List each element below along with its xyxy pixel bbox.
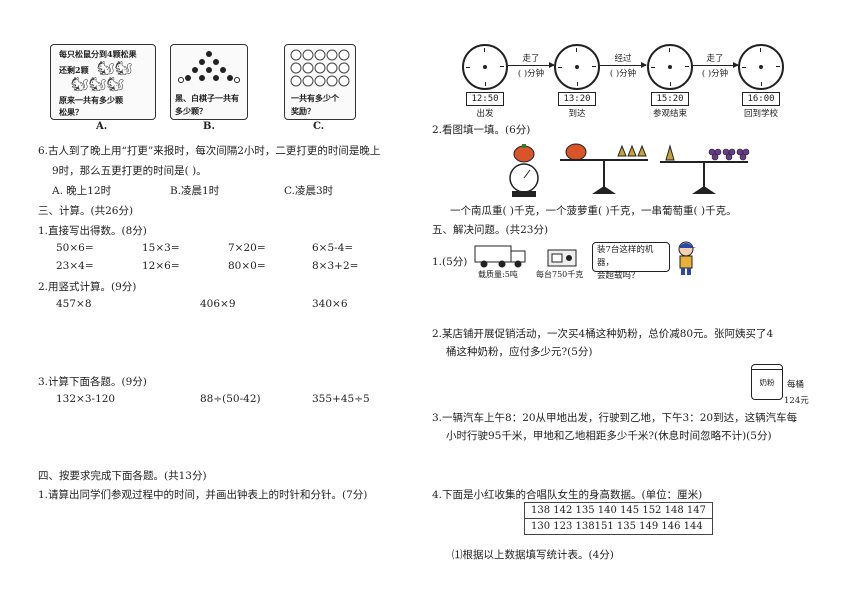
clock-face-icon: [554, 44, 600, 90]
height-data-row: 130 123 138151 135 149 146 144: [524, 518, 713, 535]
can-price-line1: 每桶: [787, 380, 805, 390]
truck-icon: [474, 245, 526, 268]
clock-label: 回到学校: [743, 109, 778, 119]
pic-a-line2: 还剩2颗: [59, 65, 89, 75]
q1-item: 7×20=: [228, 242, 266, 254]
bubble-line2: 会超载吗？: [597, 271, 640, 281]
arrow-bottom-label: ( )分钟: [701, 69, 729, 79]
pic-b-line1: 黑、白棋子一共有: [175, 93, 239, 103]
q2-title: 2.用竖式计算。(9分): [38, 281, 137, 293]
r-q2-fill: 一个南瓜重( )千克，一个菠萝重( )千克，一串葡萄重( )千克。: [450, 205, 737, 217]
clock-face-icon: [462, 44, 508, 90]
q2-item: 406×9: [200, 298, 236, 310]
q5-4-sub: ⑴根据以上数据填写统计表。(4分): [452, 549, 614, 561]
pic-a-line1: 每只松鼠分到4颗松果: [59, 49, 137, 59]
clock-time: 12:50: [466, 92, 504, 106]
q6-line2: 9时，那么五更打更的时间是( )。: [52, 165, 207, 177]
can-label: 奶粉: [759, 378, 775, 387]
q5-2-line1: 2.某店铺开展促销活动，一次买4桶这种奶粉，总价减80元。张阿姨买了4: [432, 328, 774, 340]
q3-item: 355+45÷5: [312, 393, 370, 405]
squirrel-icon: 🐿🐿🐿: [71, 77, 125, 93]
q1-item: 8×3+2=: [312, 260, 359, 272]
q5-1-num: 1.(5分): [432, 256, 468, 268]
reward-faces-grid-icon: [290, 49, 350, 87]
clock-face-icon: [647, 44, 693, 90]
option-b-label: B.: [203, 121, 215, 132]
squirrel-icon: 🐿🐿: [97, 61, 133, 77]
pic-b-line2: 多少颗？: [175, 106, 207, 116]
q1-title: 1.直接写出得数。(8分): [38, 225, 147, 237]
clock-label: 出发: [476, 109, 494, 119]
q1-item: 50×6=: [56, 242, 94, 254]
picture-option-a: 每只松鼠分到4颗松果 还剩2颗 🐿🐿 🐿🐿🐿 原来一共有多少颗 松果？: [50, 44, 156, 120]
arrow-bottom-label: ( )分钟: [517, 69, 545, 79]
clock-time: 16:00: [742, 92, 780, 106]
q1-item: 80×0=: [228, 260, 266, 272]
q3-item: 88÷(50-42): [200, 393, 261, 405]
pic-c-line2: 奖励？: [291, 106, 315, 116]
height-data-table: 138 142 135 140 145 152 148 147 130 123 …: [524, 502, 713, 535]
q2-item: 340×6: [312, 298, 348, 310]
pic-a-line4: 松果？: [59, 107, 83, 117]
q6-line1: 6.古人到了晚上用“打更”来报时，每次间隔2小时，二更打更的时间是晚上: [38, 145, 381, 157]
picture-option-c: 一共有多少个 奖励？: [284, 44, 356, 120]
q6-option-c: C.凌晨3时: [284, 185, 334, 197]
clock-visit-end: 15:20 参观结束: [642, 44, 698, 119]
section-3-title: 三、计算。(共26分): [38, 205, 134, 217]
clock-depart: 12:50 出发: [459, 44, 511, 119]
option-a-label: A.: [96, 121, 108, 132]
arrow-top-label: 走了: [706, 54, 724, 64]
clock-label: 到达: [568, 109, 586, 119]
clock-return: 16:00 回到学校: [733, 44, 789, 119]
q5-2-line2: 桶这种奶粉，应付多少元?(5分): [446, 346, 593, 358]
speech-bubble: 装7台这样的机器， 会超载吗？: [592, 242, 670, 281]
can-price-line2: 124元: [784, 396, 809, 406]
machine-icon: [547, 249, 577, 267]
clock-label: 参观结束: [652, 109, 687, 119]
q1-item: 15×3=: [142, 242, 180, 254]
arrow-2: 经过 ( )分钟: [600, 52, 647, 79]
arrow-bottom-label: ( )分钟: [609, 69, 637, 79]
boy-icon: [678, 241, 696, 275]
section-5-title: 五、解决问题。(共23分): [432, 224, 549, 236]
clock-face-icon: [738, 44, 784, 90]
q5-3-line2: 小时行驶95千米，甲地和乙地相距多少千米?(休息时间忽略不计)(5分): [446, 430, 772, 442]
r-q2-title: 2.看图填一填。(6分): [432, 124, 531, 136]
balance-scale-pumpkin-pineapple-icon: [560, 143, 648, 194]
clock-arrive: 13:20 到达: [551, 44, 603, 119]
height-data-row: 138 142 135 140 145 152 148 147: [524, 502, 713, 519]
milk-powder-can: 奶粉: [751, 364, 783, 400]
arrow-1: 走了 ( )分钟: [508, 52, 555, 79]
q1-item: 6×5-4=: [312, 242, 354, 254]
balance-scale-pineapple-grapes-icon: [660, 144, 750, 194]
pic-c-line1: 一共有多少个: [291, 93, 339, 103]
chess-pieces-triangle-icon: [178, 51, 240, 83]
q6-option-b: B.凌晨1时: [170, 185, 220, 197]
q6-option-a: A. 晚上12时: [52, 185, 112, 197]
q5-3-line1: 3.一辆汽车上午8：20从甲地出发，行驶到乙地，下午3：20到达，这辆汽车每: [432, 412, 798, 424]
bubble-line1: 装7台这样的机器，: [597, 245, 654, 268]
q3-title: 3.计算下面各题。(9分): [38, 376, 147, 388]
q1-item: 23×4=: [56, 260, 94, 272]
picture-option-b: 黑、白棋子一共有 多少颗？: [170, 44, 248, 120]
q3-item: 132×3-120: [56, 393, 116, 405]
q2-item: 457×8: [56, 298, 92, 310]
arrow-top-label: 走了: [522, 54, 540, 64]
option-c-label: C.: [313, 121, 325, 132]
machine-weight: 每台750千克: [536, 270, 584, 279]
clock-time: 13:20: [558, 92, 596, 106]
q4-1-text: 1.请算出同学们参观过程中的时间，并画出钟表上的时针和分针。(7分): [38, 489, 368, 501]
q5-4-title: 4.下面是小红收集的合唱队女生的身高数据。(单位：厘米): [432, 489, 703, 501]
kitchen-scale-pumpkin-icon: [509, 144, 539, 197]
section-4-title: 四、按要求完成下面各题。(共13分): [38, 470, 207, 482]
arrow-top-label: 经过: [614, 54, 632, 64]
clock-time: 15:20: [651, 92, 689, 106]
pic-a-line3: 原来一共有多少颗: [59, 95, 123, 105]
q1-item: 12×6=: [142, 260, 180, 272]
arrow-3: 走了 ( )分钟: [692, 52, 739, 79]
truck-capacity: 载质量:5吨: [478, 270, 518, 279]
